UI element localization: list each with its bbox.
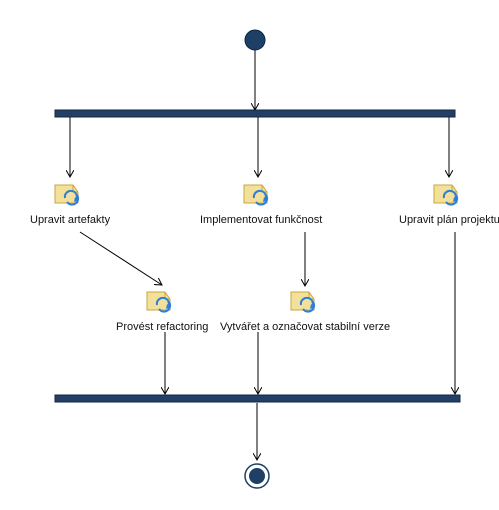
- action-label-upravit-artefakty: Upravit artefakty: [30, 214, 111, 226]
- activity-cycle-icon: [243, 184, 269, 206]
- edges: [70, 50, 455, 460]
- action-label-upravit-plan-projektu: Upravit plán projektu: [399, 214, 499, 226]
- join-bar: [54, 394, 461, 403]
- final-node: [244, 463, 270, 489]
- initial-node-icon: [244, 29, 266, 51]
- action-label-vytvaret-stabilni-verze: Vytvářet a označovat stabilní verze: [220, 321, 391, 333]
- activity-cycle-icon: [433, 184, 459, 206]
- action-label-implementovat-funkcnost: Implementovat funkčnost: [200, 214, 323, 226]
- fork-bar: [54, 109, 456, 118]
- final-node-core: [249, 468, 265, 484]
- activity-cycle-icon: [146, 291, 172, 313]
- activity-cycle-icon: [54, 184, 80, 206]
- edge-artefakty-refactoring: [79, 231, 162, 285]
- action-label-provest-refactoring: Provést refactoring: [116, 321, 209, 333]
- activity-cycle-icon: [290, 291, 316, 313]
